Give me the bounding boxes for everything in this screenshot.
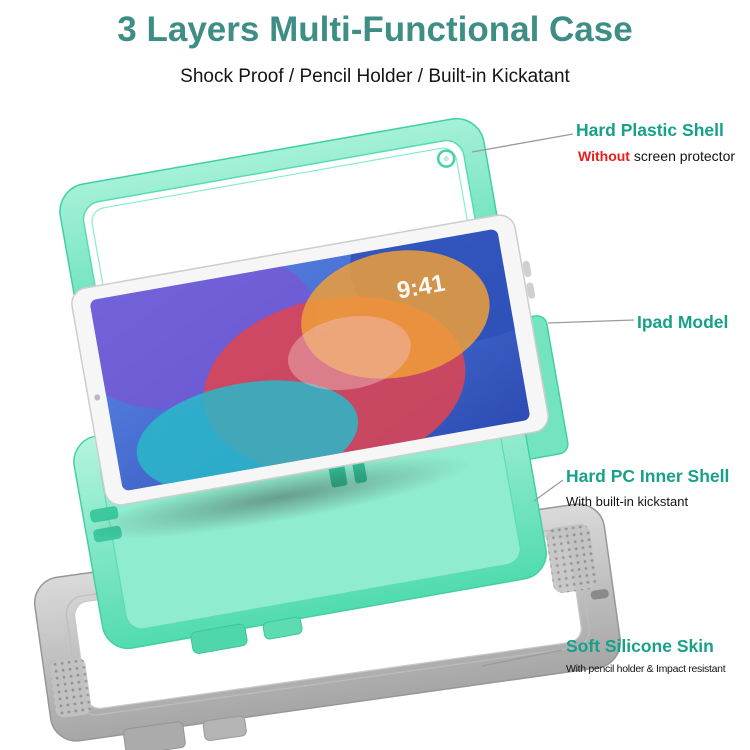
page-title: 3 Layers Multi-Functional Case — [117, 10, 633, 49]
page-subtitle: Shock Proof / Pencil Holder / Built-in K… — [180, 66, 570, 87]
leader-line-skin — [481, 649, 563, 667]
ipad-shadow — [86, 456, 471, 539]
port-cover-tab-small — [202, 715, 247, 742]
note-hard-plastic-shell: Without screen protector — [578, 148, 735, 164]
leader-line-shell — [471, 133, 574, 153]
grip-texture-right — [546, 523, 597, 593]
button-cutout — [590, 589, 609, 600]
front-camera-dot — [94, 394, 101, 401]
note-soft-silicone-skin: With pencil holder & Impact resistant — [566, 663, 726, 675]
label-hard-plastic-shell: Hard Plastic Shell — [576, 120, 724, 140]
camera-hole-center — [443, 155, 449, 162]
leader-line-ipad — [547, 319, 635, 324]
note-rest: screen protector — [629, 148, 736, 164]
volume-button — [522, 260, 532, 277]
note-hard-pc-inner-shell: With built-in kickstant — [566, 494, 689, 509]
volume-button-2 — [526, 282, 536, 299]
label-soft-silicone-skin: Soft Silicone Skin — [566, 636, 714, 656]
shell-bottom-tab-small — [262, 616, 303, 640]
port-cover-tab — [123, 721, 186, 750]
note-highlight-without: Without — [578, 148, 630, 164]
ipad-graphic: 9:41 — [71, 214, 549, 539]
shell-bottom-tab — [190, 623, 248, 654]
leader-line-inner — [533, 479, 564, 502]
label-ipad-model: Ipad Model — [637, 312, 729, 332]
grip-texture-left — [49, 657, 92, 718]
label-hard-pc-inner-shell: Hard PC Inner Shell — [566, 466, 730, 486]
